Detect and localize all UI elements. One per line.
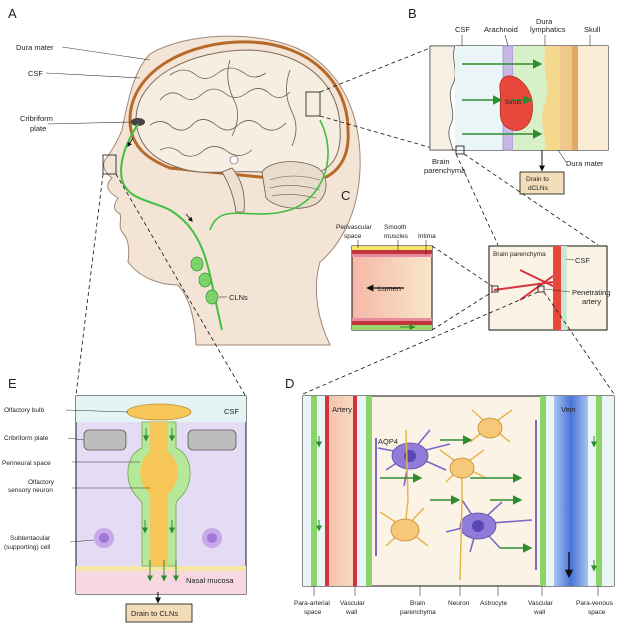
label-csf-b: CSF	[455, 25, 470, 34]
label-sinus: Sinus	[505, 99, 522, 106]
label-dura-mater-b: Dura mater	[566, 159, 604, 168]
dura-mater-outline	[128, 40, 350, 184]
label-dura-1: Dura	[536, 17, 553, 26]
label-para-venous-2: space	[588, 609, 606, 616]
panel-c: C Lumen Perivascular space Smooth muscle…	[336, 188, 610, 331]
label-cribriform-1: Cribriform	[20, 114, 53, 123]
label-penetrating-2: artery	[582, 297, 601, 306]
label-csf-c: CSF	[575, 256, 590, 265]
ventricle	[229, 155, 239, 165]
panel-letter-c: C	[341, 188, 350, 203]
panel-letter-a: A	[8, 6, 17, 21]
label-smooth-2: muscles	[384, 233, 409, 240]
nasal-zoom-box	[102, 154, 117, 175]
label-vascular-wall-1b: wall	[345, 609, 358, 616]
clns-nodes	[190, 256, 219, 305]
label-intima: Intima	[418, 233, 436, 240]
panel-d: D Artery Vein	[285, 376, 615, 616]
cribriform-plate-marker	[131, 118, 145, 126]
label-vascular-wall-2b: wall	[533, 609, 546, 616]
label-skull: Skull	[584, 25, 601, 34]
label-drain-b-2: dCLNs	[528, 185, 549, 192]
panel-letter-b: B	[408, 6, 417, 21]
label-penetrating-1: Penetrating	[572, 288, 610, 297]
label-para-arterial-1: Para-arterial	[294, 600, 330, 607]
label-perivascular-1: Perivascular	[336, 224, 373, 231]
label-neuron: Neuron	[448, 600, 470, 607]
label-csf-e: CSF	[224, 407, 239, 416]
panel-d-bottom-labels: Para-arterial space Vascular wall Brain …	[294, 586, 614, 616]
label-brain-d-1: Brain	[410, 600, 426, 607]
cerebellum	[261, 161, 327, 209]
label-brain-c: Brain parenchyma	[493, 251, 546, 258]
label-vein: Vein	[561, 405, 576, 414]
label-cribriform-e: Cribriform plate	[4, 435, 49, 442]
label-vascular-wall-1a: Vascular	[340, 600, 366, 607]
label-perineural: Perineural space	[2, 460, 51, 467]
panel-e: E Drain to CLNs O	[2, 376, 247, 623]
label-arachnoid: Arachnoid	[484, 25, 518, 34]
label-cribriform-2: plate	[30, 124, 46, 133]
panel-letter-e: E	[8, 376, 17, 391]
label-dura-mater: Dura mater	[16, 43, 54, 52]
label-dura-2: lymphatics	[530, 25, 566, 34]
label-vascular-wall-2a: Vascular	[528, 600, 554, 607]
brain-cerebrum	[135, 49, 341, 177]
panel-letter-d: D	[285, 376, 294, 391]
label-olfactory-1: Olfactory	[28, 479, 55, 486]
olfactory-bulb	[126, 403, 192, 421]
label-smooth-1: Smooth	[384, 224, 407, 231]
label-perivascular-2: space	[344, 233, 362, 240]
label-drain-b-1: Drain to	[526, 176, 549, 183]
panel-a: A	[8, 6, 361, 346]
label-astrocyte: Astrocyte	[480, 600, 507, 607]
label-olfactory-bulb: Olfactory bulb	[4, 407, 44, 414]
label-subtentacular-1: Subtentacular	[10, 535, 51, 542]
label-csf-a: CSF	[28, 69, 43, 78]
label-brain-b-2: parenchyma	[424, 166, 466, 175]
label-clns: CLNs	[229, 293, 248, 302]
label-para-venous-1: Para-venous	[576, 600, 614, 607]
panel-b: B Drain to dCLNs CSF Arachnoid Dura lymp…	[408, 6, 609, 195]
label-aqp4: AQP4	[378, 437, 398, 446]
sinus	[499, 75, 533, 131]
label-drain-e: Drain to CLNs	[131, 609, 178, 618]
label-artery: Artery	[332, 405, 352, 414]
label-lumen: Lumen	[378, 284, 401, 293]
label-nasal-mucosa: Nasal mucosa	[186, 576, 234, 585]
label-subtentacular-2: (supporting) cell	[4, 544, 51, 551]
brain-gyri	[149, 59, 297, 157]
label-para-arterial-2: space	[304, 609, 322, 616]
dura-zoom-box	[305, 91, 321, 117]
label-brain-d-2: parenchyma	[400, 609, 436, 616]
brainstem	[221, 167, 245, 213]
label-olfactory-2: sensory neuron	[8, 487, 53, 494]
label-brain-b-1: Brain	[432, 157, 450, 166]
